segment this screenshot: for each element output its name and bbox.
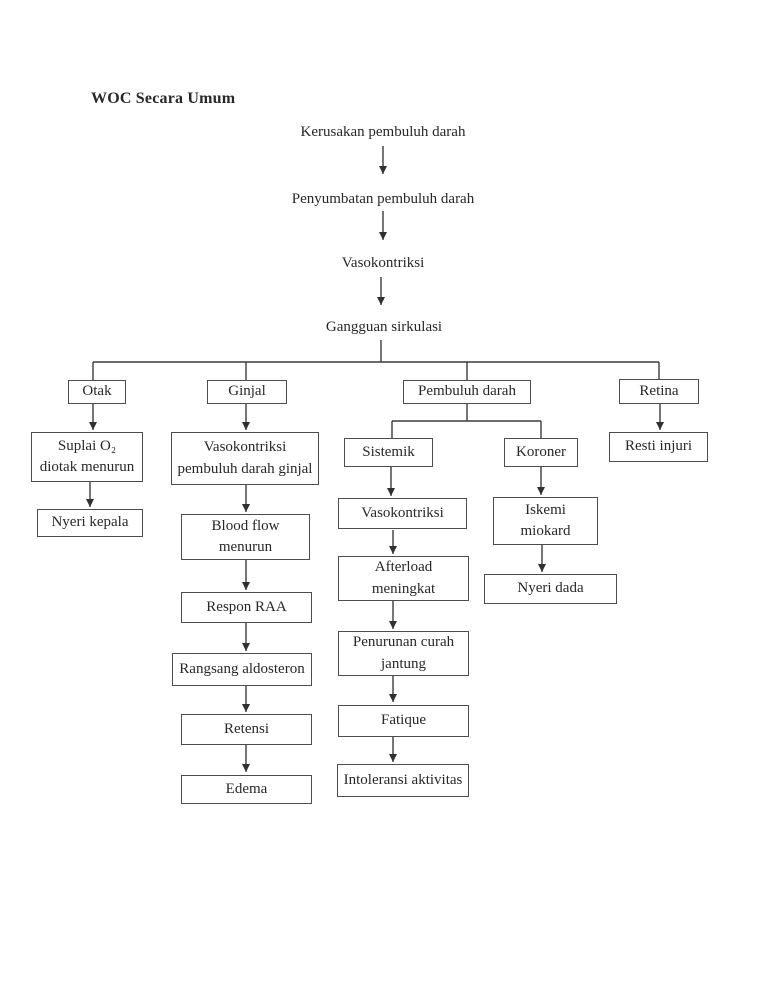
node-edema: Edema: [181, 775, 312, 804]
node-retina: Retina: [619, 379, 699, 404]
node-nyeri-kepala: Nyeri kepala: [37, 509, 143, 537]
node-respon-raa: Respon RAA: [181, 592, 312, 623]
node-penurunan-curah-jantung: Penurunan curah jantung: [338, 631, 469, 676]
node-koroner: Koroner: [504, 438, 578, 467]
node-retensi: Retensi: [181, 714, 312, 745]
node-fatique: Fatique: [338, 705, 469, 737]
node-kerusakan-pembuluh-darah: Kerusakan pembuluh darah: [300, 124, 466, 140]
node-resti-injuri: Resti injuri: [609, 432, 708, 462]
node-sistemik: Sistemik: [344, 438, 433, 467]
node-ginjal: Ginjal: [207, 380, 287, 404]
node-vasokontriksi-sistemik: Vasokontriksi: [338, 498, 467, 529]
node-otak: Otak: [68, 380, 126, 404]
page-title: WOC Secara Umum: [91, 90, 236, 107]
node-pembuluh-darah: Pembuluh darah: [403, 380, 531, 404]
node-afterload-meningkat: Afterload meningkat: [338, 556, 469, 601]
node-vasokontriksi: Vasokontriksi: [341, 255, 425, 271]
node-nyeri-dada: Nyeri dada: [484, 574, 617, 604]
node-suplai-o2-diotak-menurun: Suplai O₂ diotak menurun: [31, 432, 143, 482]
node-blood-flow-menurun: Blood flow menurun: [181, 514, 310, 560]
node-intoleransi-aktivitas: Intoleransi aktivitas: [337, 764, 469, 797]
node-rangsang-aldosteron: Rangsang aldosteron: [172, 653, 312, 686]
node-vasokontriksi-pembuluh-darah-ginjal: Vasokontriksi pembuluh darah ginjal: [171, 432, 319, 485]
node-penyumbatan-pembuluh-darah: Penyumbatan pembuluh darah: [291, 191, 475, 207]
node-gangguan-sirkulasi: Gangguan sirkulasi: [325, 319, 443, 335]
node-iskemi-miokard: Iskemi miokard: [493, 497, 598, 545]
